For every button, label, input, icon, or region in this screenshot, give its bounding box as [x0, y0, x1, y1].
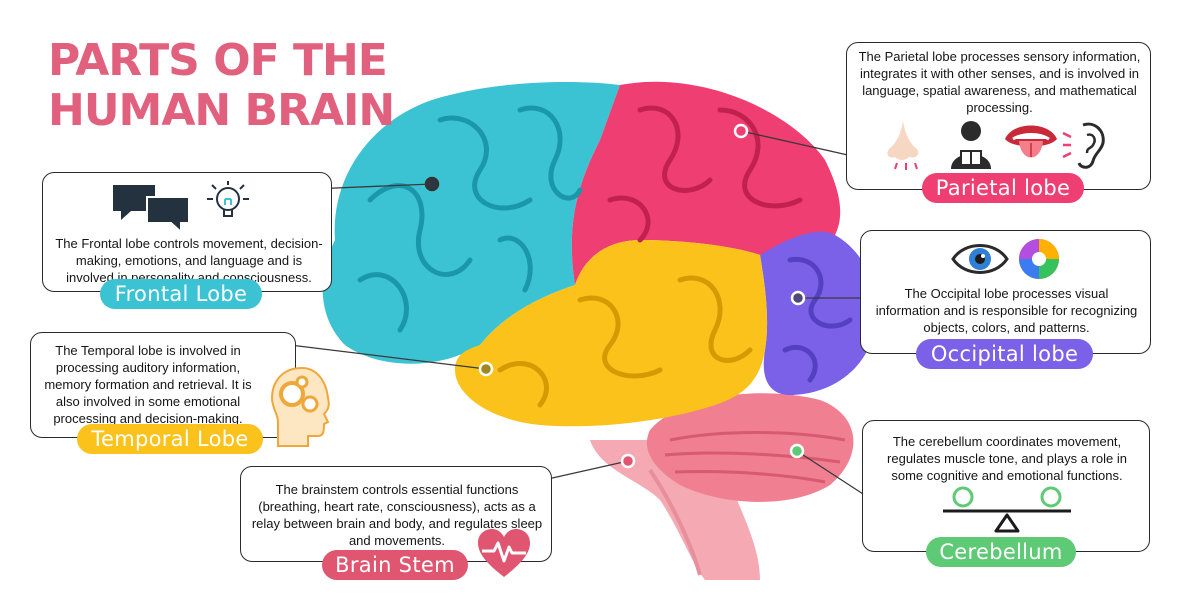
- temporal-region: [455, 240, 768, 427]
- temporal-lobe-label: Temporal Lobe: [77, 424, 263, 454]
- head-gears-icon: [270, 366, 330, 447]
- nose-icon: [887, 121, 919, 170]
- color-wheel-icon: [1019, 239, 1059, 279]
- lightbulb-icon: [207, 181, 249, 217]
- heart-pulse-icon: [478, 529, 530, 577]
- cerebellum-region: [646, 393, 854, 502]
- title-line-2: HUMAN BRAIN: [48, 85, 395, 136]
- parietal-lobe-text: The Parietal lobe processes sensory info…: [858, 49, 1141, 115]
- parietal-lobe-card: The Parietal lobe processes sensory info…: [846, 42, 1151, 190]
- cerebellum-card: The cerebellum coordinates movement, reg…: [862, 420, 1150, 552]
- brain-stem-text: The brainstem controls essential functio…: [251, 482, 543, 548]
- temporal-lobe-card: The Temporal lobe is involved in process…: [30, 332, 296, 438]
- occipital-lobe-label: Occipital lobe: [916, 339, 1093, 369]
- cerebellum-label: Cerebellum: [926, 537, 1076, 567]
- occipital-lobe-text: The Occipital lobe processes visual info…: [875, 286, 1138, 335]
- tongue-icon: [1005, 125, 1057, 158]
- parietal-lobe-label: Parietal lobe: [922, 173, 1084, 203]
- occipital-region: [760, 231, 876, 395]
- temporal-lobe-text: The Temporal lobe is involved in process…: [44, 343, 252, 426]
- occipital-lobe-card: The Occipital lobe processes visual info…: [860, 230, 1151, 354]
- balance-icon: [943, 486, 1071, 533]
- page-title: PARTS OF THE HUMAN BRAIN: [48, 36, 408, 136]
- eye-icon: [951, 244, 1009, 274]
- frontal-lobe-label: Frontal Lobe: [100, 279, 262, 309]
- frontal-region: [322, 82, 620, 364]
- title-line-1: PARTS OF THE: [48, 35, 388, 86]
- cerebellum-text: The cerebellum coordinates movement, reg…: [887, 434, 1127, 483]
- brain-stem-label: Brain Stem: [322, 550, 468, 580]
- reader-icon: [951, 121, 991, 169]
- brain-stem-card: The brainstem controls essential functio…: [240, 466, 552, 562]
- ear-icon: [1062, 122, 1105, 169]
- frontal-lobe-card: The Frontal lobe controls movement, deci…: [42, 172, 332, 292]
- speech-bubbles-icon: [113, 185, 190, 231]
